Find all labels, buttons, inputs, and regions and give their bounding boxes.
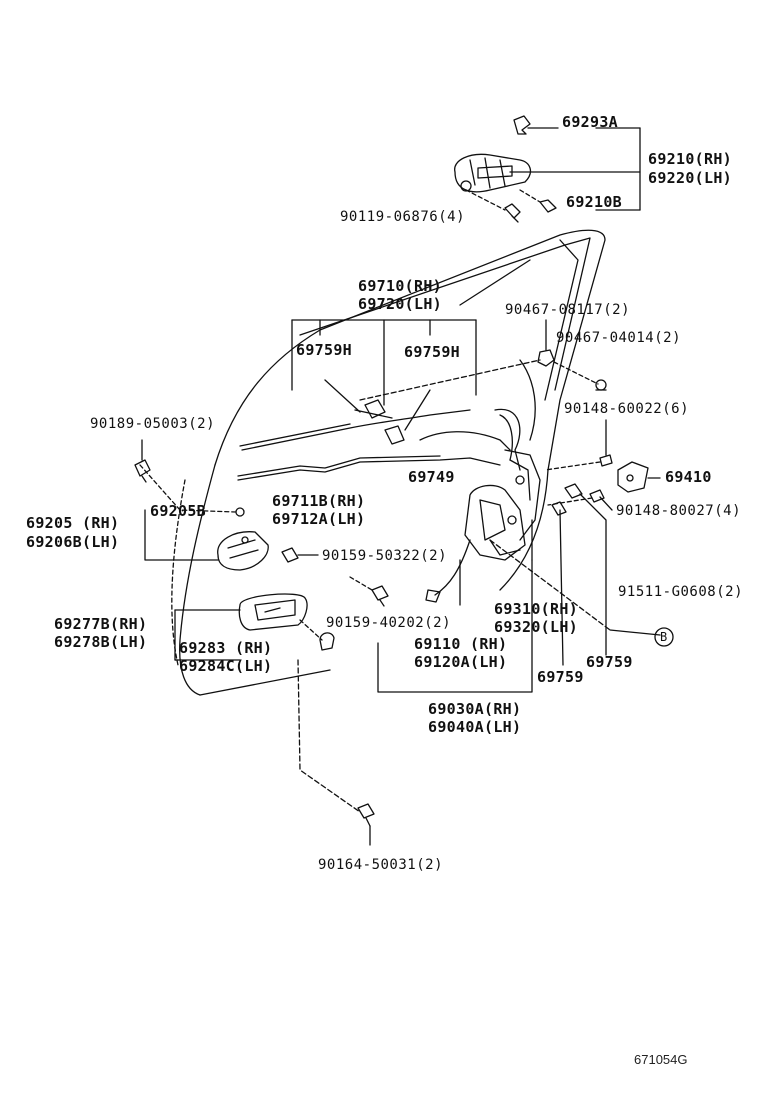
- cable-end-clip: [425, 589, 441, 603]
- label-90148-60022: 90148-60022(6): [564, 401, 690, 417]
- label-90148-80027: 90148-80027(4): [616, 503, 742, 519]
- outside-handle-part: [454, 153, 532, 193]
- label-69205-rh: 69205 (RH): [26, 514, 120, 532]
- striker-69410: [617, 461, 649, 493]
- label-90189-05003: 90189-05003(2): [90, 416, 216, 432]
- screw-90164: [357, 803, 375, 827]
- label-69205B: 69205B: [150, 502, 206, 520]
- label-69283-rh: 69283 (RH): [179, 639, 273, 657]
- label-69293A: 69293A: [562, 113, 618, 131]
- label-91511-G0608: 91511-G0608(2): [618, 584, 744, 600]
- clip-90467-04014: [595, 379, 607, 391]
- part-69210B: [539, 199, 557, 213]
- reference-b-letter: B: [660, 630, 668, 644]
- label-69030A-rh: 69030A(RH): [428, 700, 522, 718]
- label-69278B-lh: 69278B(LH): [54, 633, 148, 651]
- cap-69283: [319, 632, 335, 651]
- label-69759-left: 69759: [537, 668, 584, 686]
- clip-90467-08117: [537, 349, 555, 367]
- lock-rods: [237, 379, 511, 481]
- label-69220-lh: 69220(LH): [648, 169, 732, 187]
- handle-bezel-69277B: [238, 593, 308, 631]
- label-90467-04014: 90467-04014(2): [556, 330, 682, 346]
- label-69284C-lh: 69284C(LH): [179, 657, 273, 675]
- label-69711B-rh: 69711B(RH): [272, 492, 366, 510]
- label-90119-06876: 90119-06876(4): [340, 209, 466, 225]
- screw-90148-80027: [589, 489, 605, 503]
- screw-90148-60022: [599, 454, 613, 467]
- door-outline: [171, 229, 606, 696]
- label-69710-rh: 69710(RH): [358, 277, 442, 295]
- label-69720-lh: 69720(LH): [358, 295, 442, 313]
- label-69040A-lh: 69040A(LH): [428, 718, 522, 736]
- label-69320-lh: 69320(LH): [494, 618, 578, 636]
- door-lock-assembly: [464, 449, 541, 561]
- label-69310-rh: 69310(RH): [494, 600, 578, 618]
- label-69410: 69410: [665, 468, 712, 486]
- label-69206B-lh: 69206B(LH): [26, 533, 120, 551]
- label-69120A-lh: 69120A(LH): [414, 653, 508, 671]
- drawing-code: 671054G: [634, 1052, 688, 1067]
- rod-clip-right: [384, 425, 405, 445]
- label-69210-rh: 69210(RH): [648, 150, 732, 168]
- label-69110-rh: 69110 (RH): [414, 635, 508, 653]
- screw-90119: [504, 203, 521, 223]
- label-90467-08117: 90467-08117(2): [505, 302, 631, 318]
- clip-90189: [134, 459, 151, 483]
- clip-69205B: [235, 507, 245, 517]
- label-69712A-lh: 69712A(LH): [272, 510, 366, 528]
- label-69759-right: 69759: [586, 653, 633, 671]
- label-69749: 69749: [408, 468, 455, 486]
- clip-69293A-part: [513, 115, 531, 135]
- clip-69759-right: [551, 483, 583, 516]
- rod-clip-left: [364, 399, 386, 419]
- label-90164-50031: 90164-50031(2): [318, 857, 444, 873]
- screw-90159-50322: [281, 547, 299, 563]
- reference-circle-b: [654, 627, 674, 647]
- label-69759H-right: 69759H: [404, 343, 460, 361]
- label-90159-50322: 90159-50322(2): [322, 548, 448, 564]
- label-90159-40202: 90159-40202(2): [326, 615, 452, 631]
- inside-handle-69205: [217, 531, 269, 571]
- label-69210B: 69210B: [566, 193, 622, 211]
- label-69759H-left: 69759H: [296, 341, 352, 359]
- label-69277B-rh: 69277B(RH): [54, 615, 148, 633]
- screw-90159-40202: [371, 585, 389, 607]
